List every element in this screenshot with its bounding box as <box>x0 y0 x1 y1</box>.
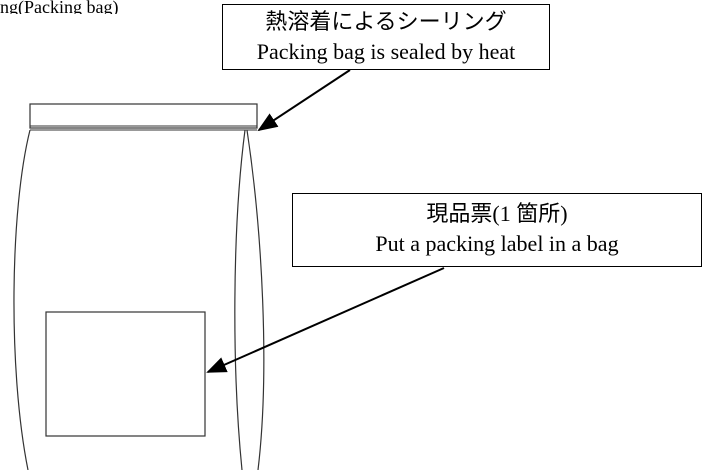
label-arrow <box>206 267 445 373</box>
seal-callout-japanese: 熱溶着によるシーリング <box>265 9 507 34</box>
heat-seal-band <box>29 103 258 131</box>
seal-callout-box: 熱溶着によるシーリング Packing bag is sealed by hea… <box>222 4 550 70</box>
cropped-heading-text: ng(Packing bag) <box>0 0 119 14</box>
seal-arrow <box>257 69 351 132</box>
bag-gusset <box>246 129 265 470</box>
bag-front-right-edge <box>234 129 246 470</box>
seal-callout-english: Packing bag is sealed by heat <box>256 39 516 64</box>
bag-left-edge <box>13 129 31 470</box>
label-callout-english: Put a packing label in a bag <box>375 231 619 256</box>
packing-label-rect <box>45 311 206 437</box>
label-callout-japanese: 現品票(1 箇所) <box>426 201 568 226</box>
label-callout-box: 現品票(1 箇所) Put a packing label in a bag <box>292 193 702 267</box>
